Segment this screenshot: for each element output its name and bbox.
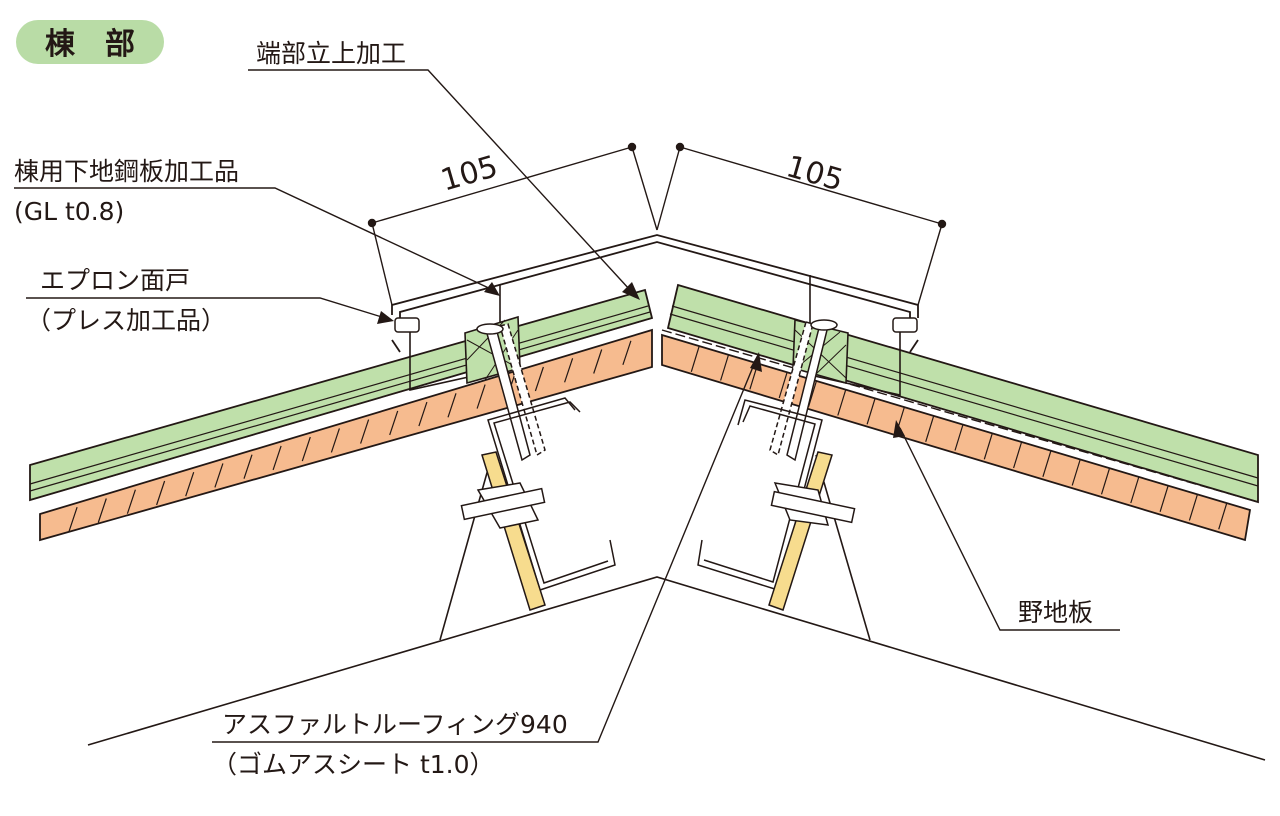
sheathing-hatch-line — [301, 436, 311, 462]
sheathing-hatch-line — [593, 349, 603, 374]
sheathing-hatch-line — [97, 498, 107, 523]
left-screws — [476, 323, 546, 462]
sheathing-hatch-line — [564, 358, 574, 383]
sheathing-hatch-line — [330, 428, 340, 453]
sheathing-hatch-line — [1013, 441, 1023, 469]
right-bolt — [770, 482, 856, 526]
sheathing-hatch-line — [243, 454, 253, 479]
section-badge-pill — [16, 20, 164, 64]
sheathing-hatch-line — [476, 384, 486, 409]
sheathing-hatch-line — [778, 371, 788, 399]
sheathing-hatch-line — [418, 401, 428, 427]
dimension-right — [656, 142, 947, 306]
sheathing-hatch-line — [68, 507, 78, 532]
leader-roofing — [212, 361, 756, 743]
sheathing-hatch-line — [156, 480, 166, 506]
sheathing-hatch-line — [866, 398, 876, 425]
sheathing-hatch-line — [389, 410, 399, 436]
right-roofing-sheet — [661, 329, 1259, 503]
label-apron-line1: エプロン面戸 — [40, 266, 190, 295]
section-badge: 棟 部 — [16, 20, 164, 64]
right-screws — [769, 319, 838, 462]
sheathing-hatch-line — [983, 433, 993, 460]
label-end-upturn: 端部立上加工 — [256, 39, 406, 68]
sheathing-hatch-line — [1042, 450, 1052, 477]
labels: 端部立上加工 棟用下地鋼板加工品 (GL t0.8) エプロン面戸 （プレス加工… — [14, 39, 1093, 779]
sheathing-hatch-line — [1188, 494, 1198, 521]
ridge-cap-inner — [399, 241, 911, 322]
ridge-cap — [391, 234, 919, 353]
sheathing-hatch-line — [447, 393, 457, 418]
dimension-left-value: 105 — [437, 149, 502, 198]
sheathing-hatch-line — [1100, 468, 1111, 495]
sheathing-hatch-line — [214, 463, 224, 488]
sheathing-hatch-line — [954, 424, 964, 451]
sheathing-hatch-line — [126, 489, 136, 514]
leader-lines — [14, 69, 1120, 743]
sheathing-hatch-line — [1071, 459, 1081, 486]
left-bolt — [460, 482, 546, 529]
label-roofing-line1: アスファルトルーフィング940 — [222, 710, 568, 739]
sheathing-hatch-line — [837, 389, 847, 416]
roof-framing — [87, 454, 1266, 761]
leader-arrowheads — [377, 282, 905, 438]
sheathing-hatch-line — [622, 340, 632, 365]
rafter-lower-line — [87, 576, 1266, 761]
left-sheathing-board — [39, 328, 653, 542]
leader-sheathing — [899, 427, 1120, 631]
dimension-left — [367, 142, 658, 306]
sheathing-hatch-line — [1130, 476, 1140, 504]
left-post — [481, 451, 546, 611]
right-strut-line — [815, 454, 871, 641]
sheathing-hatch-line — [534, 366, 544, 392]
label-ridge-base-line1: 棟用下地鋼板加工品 — [14, 157, 239, 186]
sheathing-hatch-line — [1218, 503, 1228, 530]
ridge-cap-outer — [391, 234, 919, 318]
leader-ridge-base — [14, 187, 494, 291]
apron-fasteners — [394, 317, 918, 333]
sheathing-hatch-line — [925, 415, 935, 442]
sheathing-hatch-line — [360, 419, 370, 444]
sheathing-hatch-line — [720, 354, 730, 381]
label-ridge-base-line2: (GL t0.8) — [14, 197, 124, 226]
dimension-right-value: 105 — [782, 149, 847, 198]
sheathing-hatch-line — [272, 445, 282, 471]
leader-end-upturn — [248, 69, 631, 291]
sheathing-hatch-line — [185, 472, 195, 497]
sheathing-hatch-line — [690, 345, 700, 372]
label-sheathing: 野地板 — [1018, 598, 1093, 627]
section-badge-text: 棟 部 — [45, 27, 135, 62]
leader-apron — [26, 297, 386, 319]
left-strut-line — [439, 454, 493, 641]
sheathing-hatch-line — [1159, 485, 1169, 512]
label-roofing-line2: （ゴムアスシート t1.0） — [212, 750, 495, 779]
label-apron-line2: （プレス加工品） — [26, 306, 226, 335]
